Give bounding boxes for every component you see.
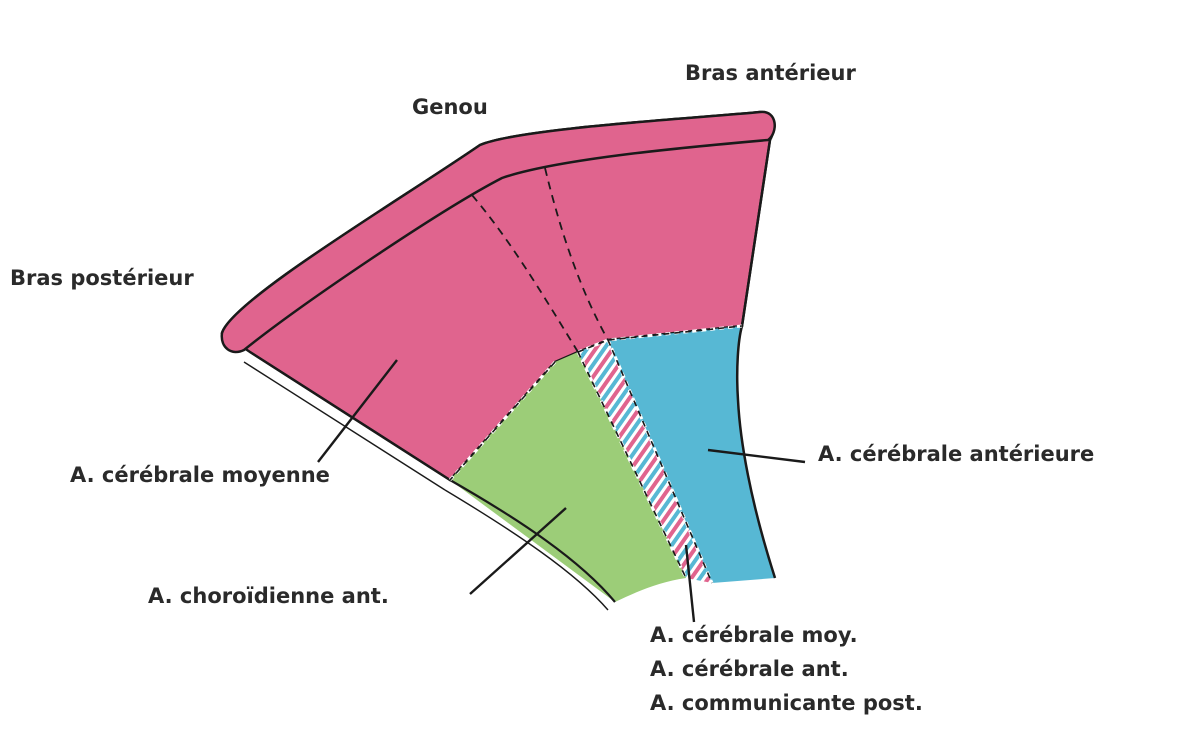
label-a-choroidienne-ant: A. choroïdienne ant. — [148, 586, 389, 607]
label-bras-anterieur: Bras antérieur — [685, 63, 856, 84]
label-multi-cerebrale-ant: A. cérébrale ant. — [650, 659, 849, 680]
label-multi-cerebrale-moy: A. cérébrale moy. — [650, 625, 858, 646]
label-genou: Genou — [412, 97, 488, 118]
label-multi-communicante-post: A. communicante post. — [650, 693, 923, 714]
label-a-cerebrale-moyenne: A. cérébrale moyenne — [70, 465, 330, 486]
label-bras-posterieur: Bras postérieur — [10, 268, 194, 289]
label-a-cerebrale-anterieure: A. cérébrale antérieure — [818, 444, 1094, 465]
